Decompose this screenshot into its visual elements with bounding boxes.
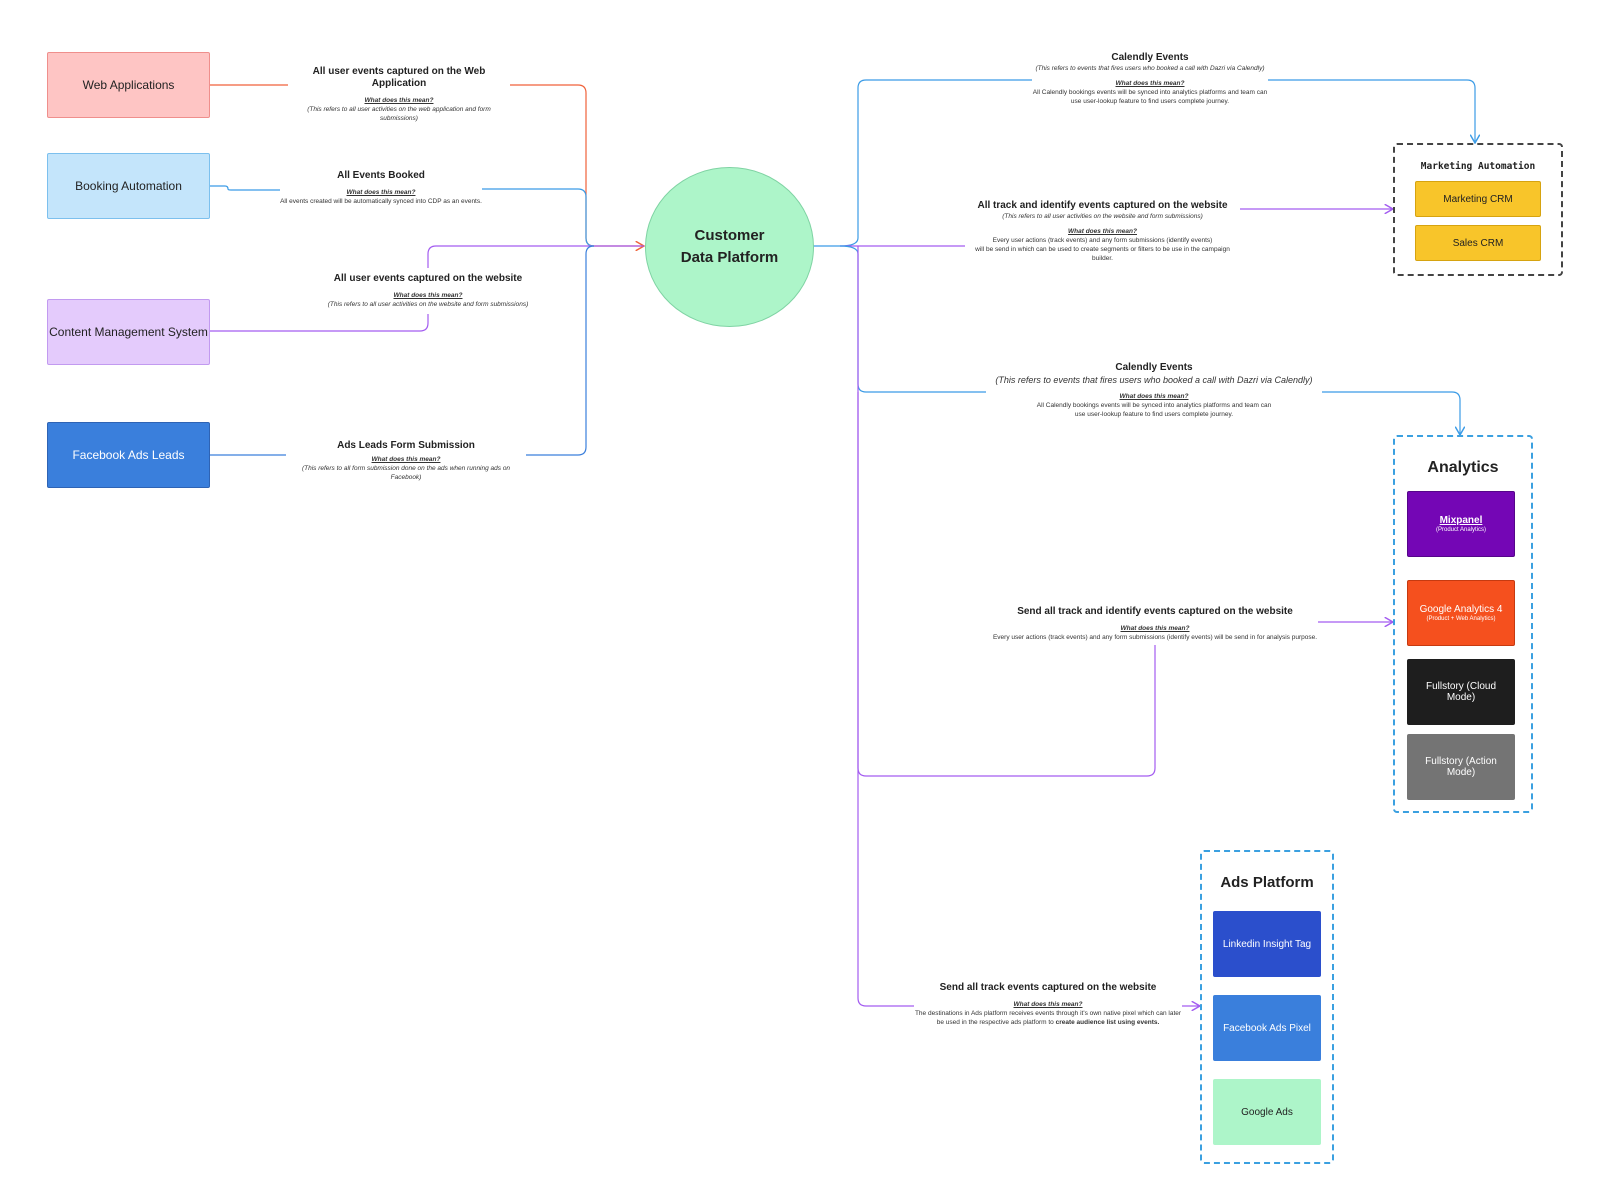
source-content-management-system[interactable]: Content Management System [47,299,210,365]
edge-title: Calendly Events [1111,52,1189,63]
edge-desc-line2: be used in the respective ads platform t… [914,1018,1182,1027]
mixpanel-sub: (Product Analytics) [1435,527,1487,533]
facebook-ads-pixel[interactable]: Facebook Ads Pixel [1213,995,1321,1061]
edge-question: What does this mean? [1013,1001,1083,1008]
hub-label-line1: Customer [694,227,765,244]
sales-crm[interactable]: Sales CRM [1415,225,1541,261]
edge-desc-line2: use user-lookup feature to find users co… [1074,411,1234,418]
edge-title: All user events captured on the Web Appl… [312,66,486,89]
edge-ads-leads [210,245,595,456]
edge-question: What does this mean? [1068,228,1137,235]
edge-booking [210,185,595,247]
edge-question: What does this mean? [1119,393,1189,400]
edge-question: What does this mean? [1115,80,1185,87]
edge-label-ads-leads: Ads Leads Form Submission What does this… [286,440,526,482]
edge-label-website: All user events captured on the website … [318,273,538,309]
edge-title: All track and identify events captured o… [977,200,1228,211]
edge-question: What does this mean? [364,97,434,104]
ga4-sub: (Product + Web Analytics) [1426,616,1496,622]
edge-track-analytics [857,392,1393,777]
edge-question: What does this mean? [346,189,416,196]
edge-desc-line2-bold: create audience list using events. [1055,1019,1160,1026]
edge-desc-line1: The destinations in Ads platform receive… [914,1010,1182,1017]
edge-desc-line1: Every user actions (track events) and an… [992,237,1213,244]
edge-label-booking: All Events Booked What does this mean? A… [276,170,486,206]
edge-label-track-ads: Send all track events captured on the we… [914,982,1182,1027]
edge-question: What does this mean? [393,292,463,299]
edge-desc: (This refers to all user activities on t… [327,301,529,308]
analytics-title: Analytics [1427,459,1499,476]
edge-title: Calendly Events [1115,362,1193,373]
edge-subtitle: (This refers to events that fires users … [995,375,1313,385]
marketing-crm[interactable]: Marketing CRM [1415,181,1541,217]
edge-track-ads [857,245,1200,1006]
edge-question: What does this mean? [1120,625,1190,632]
edge-title: All Events Booked [337,170,425,181]
ads-platform-group: Ads Platform Linkedin Insight Tag Facebo… [1200,850,1334,1164]
fullstory-cloud-mode[interactable]: Fullstory (Cloud Mode) [1407,659,1515,725]
analytics-group: Analytics Mixpanel (Product Analytics) G… [1393,435,1533,813]
edge-desc: Every user actions (track events) and an… [992,634,1318,641]
source-web-applications[interactable]: Web Applications [47,52,210,118]
edge-desc-line1: All Calendly bookings events will be syn… [1036,402,1272,409]
source-booking-automation[interactable]: Booking Automation [47,153,210,219]
ga4-name: Google Analytics 4 [1419,604,1503,615]
edge-label-track-marketing: All track and identify events captured o… [965,200,1240,263]
marketing-automation-group: Marketing Automation Marketing CRM Sales… [1393,143,1563,276]
source-facebook-ads-leads[interactable]: Facebook Ads Leads [47,422,210,488]
edge-subtitle: (This refers to all user activities on t… [1002,213,1203,220]
edge-desc: (This refers to all form submission done… [301,465,511,481]
mixpanel[interactable]: Mixpanel (Product Analytics) [1407,491,1515,557]
ads-platform-title: Ads Platform [1220,874,1314,891]
edge-title: Send all track and identify events captu… [1017,606,1293,617]
edge-title: All user events captured on the website [333,273,523,284]
mixpanel-name: Mixpanel [1439,515,1483,526]
edge-desc-line2: will be send in which can be used to cre… [975,246,1230,262]
fullstory-action-mode[interactable]: Fullstory (Action Mode) [1407,734,1515,800]
edge-track-marketing [840,209,1393,247]
edge-desc-line2-pre: be used in the respective ads platform t… [936,1019,1056,1026]
edge-desc: All events created will be automatically… [280,198,482,205]
edge-subtitle: (This refers to events that fires users … [1035,65,1265,72]
customer-data-platform-hub[interactable]: Customer Data Platform [645,167,814,327]
google-ads[interactable]: Google Ads [1213,1079,1321,1145]
edge-cms [210,245,644,332]
edge-desc-line1: All Calendly bookings events will be syn… [1032,89,1268,96]
edge-label-calendly-analytics: Calendly Events (This refers to events t… [986,362,1322,419]
edge-label-track-analytics: Send all track and identify events captu… [992,606,1318,642]
edge-calendly-marketing [839,79,1475,247]
google-analytics-4[interactable]: Google Analytics 4 (Product + Web Analyt… [1407,580,1515,646]
edge-title: Send all track events captured on the we… [939,982,1157,993]
hub-label-line2: Data Platform [680,249,779,266]
edge-label-web-app: All user events captured on the Web Appl… [288,66,510,123]
edge-label-calendly-marketing: Calendly Events (This refers to events t… [1032,52,1268,106]
marketing-automation-title: Marketing Automation [1420,161,1536,172]
edge-desc-line2: use user-lookup feature to find users co… [1070,98,1230,105]
edge-question: What does this mean? [371,456,441,463]
edge-desc: (This refers to all user activities on t… [307,106,491,122]
edge-title: Ads Leads Form Submission [337,440,475,451]
linkedin-insight-tag[interactable]: Linkedin Insight Tag [1213,911,1321,977]
